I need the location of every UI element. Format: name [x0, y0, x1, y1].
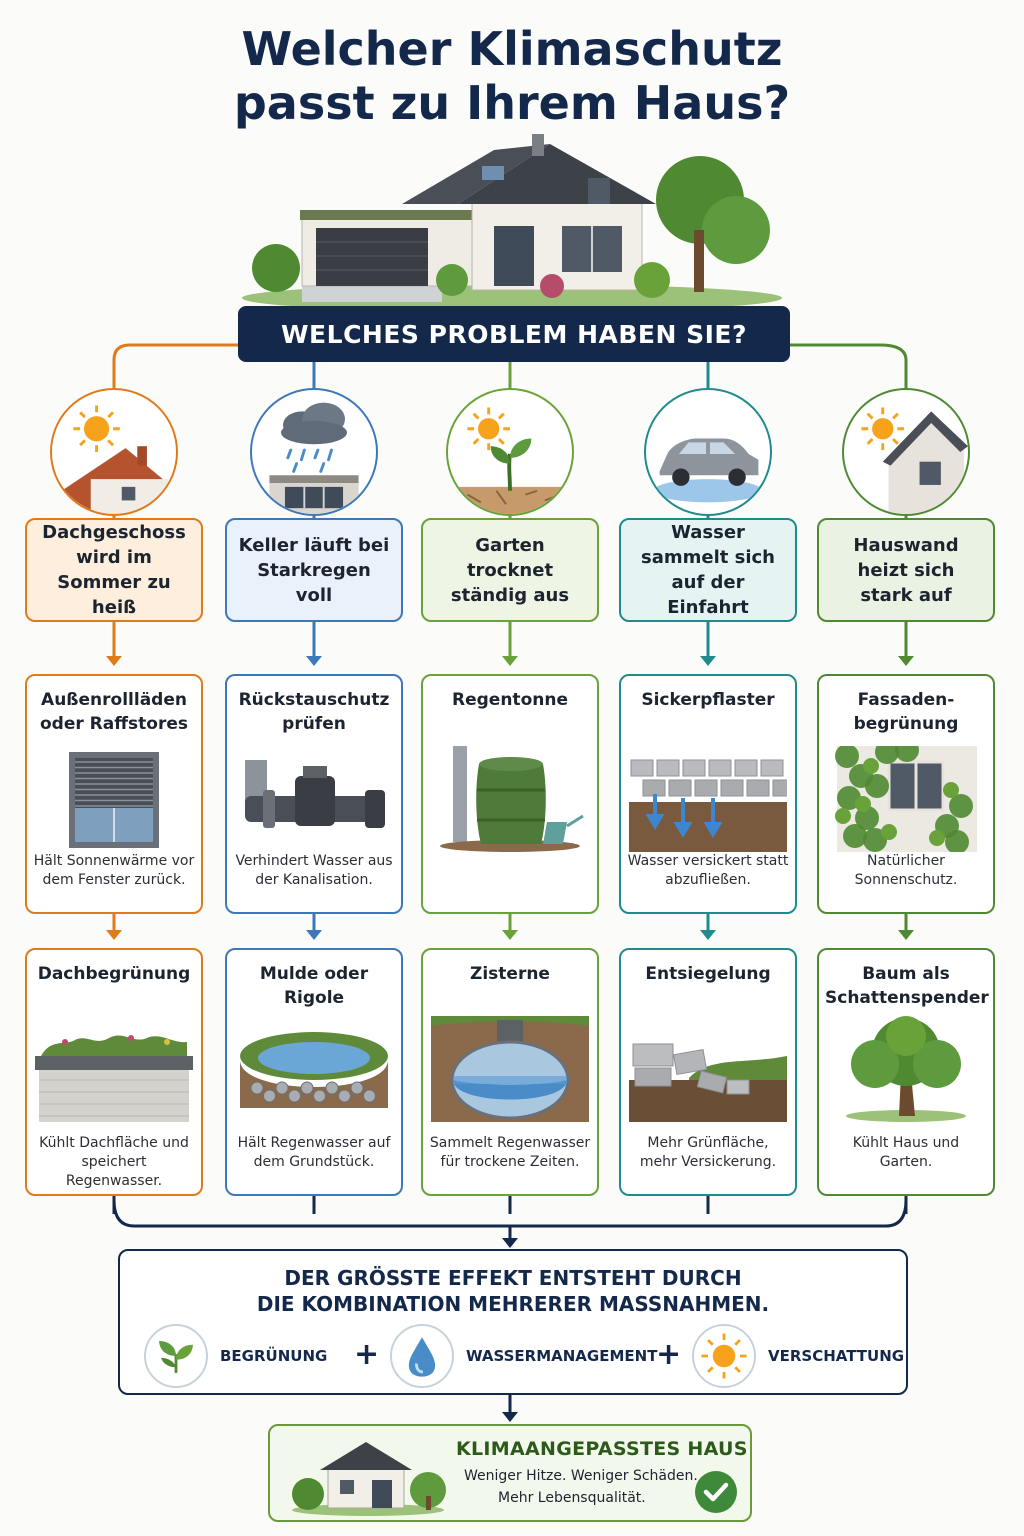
- result-box: KLIMAANGEPASSTES HAUS Weniger Hitze. Wen…: [268, 1424, 752, 1522]
- combination-title: DER GRÖSSTE EFFEKT ENTSTEHT DURCH DIE KO…: [120, 1265, 906, 1317]
- measure-description: Wasser versickert statt abzufließen.: [627, 853, 789, 888]
- problem-box-hot-wall: Hauswand heizt sich stark auf: [817, 518, 995, 622]
- measure-title: Rückstauschutz prüfen: [238, 690, 390, 734]
- sun-house-wall-icon: [842, 388, 970, 516]
- measure-title: Baum als Schattenspender: [825, 964, 989, 1008]
- result-line-1: Weniger Hitze. Weniger Schäden.: [464, 1468, 698, 1484]
- question-banner: WELCHES PROBLEM HABEN SIE?: [238, 306, 790, 362]
- checkmark-icon: [695, 1471, 737, 1513]
- effect-item-shade: VERSCHATTUNG: [692, 1323, 904, 1389]
- problem-box-flooded-basement: Keller läuft bei Starkregen voll: [225, 518, 403, 622]
- measure-card-dry-garden-2: Zisterne Sammelt Regenwasser für trocken…: [421, 948, 599, 1196]
- measure-card-flooded-basement-1: Rückstauschutz prüfen Verhindert Wasser …: [225, 674, 403, 914]
- effect-label-water: WASSERMANAGEMENT: [466, 1347, 658, 1365]
- measure-title: Außenrollläden oder Raffstores: [40, 690, 188, 734]
- measure-title: Entsiegelung: [645, 964, 771, 984]
- measure-card-hot-wall-2: Baum als Schattenspender Kühlt Haus und …: [817, 948, 995, 1196]
- measure-description: Mehr Grünfläche, mehr Versickerung.: [639, 1135, 777, 1170]
- measure-card-driveway-water-1: Sickerpflaster Wasser versickert statt a…: [619, 674, 797, 914]
- backflow-valve-icon: [235, 746, 393, 852]
- measure-card-dry-garden-1: Regentonne: [421, 674, 599, 914]
- rain-cloud-basement-icon: [250, 388, 378, 516]
- measure-title: Regentonne: [452, 690, 568, 710]
- measure-description: Kühlt Dachfläche und speichert Regenwass…: [39, 1135, 189, 1189]
- cistern-icon: [431, 1016, 589, 1122]
- problem-box-driveway-water: Wasser sammelt sich auf der Einfahrt: [619, 518, 797, 622]
- measure-title: Sickerpflaster: [641, 690, 775, 710]
- result-title: KLIMAANGEPASSTES HAUS: [456, 1438, 748, 1460]
- effect-item-water: WASSERMANAGEMENT: [390, 1323, 657, 1389]
- measure-card-flooded-basement-2: Mulde oder Rigole Hält Regenwasser auf d…: [225, 948, 403, 1196]
- measure-description: Kühlt Haus und Garten.: [852, 1135, 960, 1170]
- title-line-2: passt zu Ihrem Haus?: [233, 76, 791, 130]
- measure-card-driveway-water-2: Entsiegelung Mehr Grünfläche, mehr Versi…: [619, 948, 797, 1196]
- house-illustration: [242, 134, 782, 310]
- sun-seedling-icon: [446, 388, 574, 516]
- sun-icon: [692, 1324, 756, 1388]
- plus-sign-2: +: [656, 1337, 682, 1372]
- measure-card-hot-attic-1: Außenrollläden oder Raffstores Hält Sonn…: [25, 674, 203, 914]
- leaf-icon: [144, 1324, 208, 1388]
- measure-title: Mulde oder Rigole: [259, 964, 369, 1008]
- water-drop-icon: [390, 1324, 454, 1388]
- unsealing-icon: [629, 1016, 787, 1122]
- sun-house-roof-icon: [50, 388, 178, 516]
- green-roof-icon: [35, 1016, 193, 1122]
- measure-card-hot-attic-2: Dachbegrünung Kühlt Dachfläche und speic…: [25, 948, 203, 1196]
- swale-icon: [235, 1016, 393, 1122]
- problem-box-dry-garden: Garten trocknet ständig aus: [421, 518, 599, 622]
- adapted-house-icon: [292, 1442, 446, 1516]
- measure-description: Verhindert Wasser aus der Kanalisation.: [235, 853, 393, 888]
- title-line-1: Welcher Klimaschutz: [241, 22, 783, 76]
- shade-tree-icon: [827, 1016, 985, 1122]
- combination-line-2: DIE KOMBINATION MEHRERER MASSNAHMEN.: [256, 1292, 770, 1316]
- facade-greening-icon: [827, 746, 985, 852]
- plus-sign-1: +: [354, 1337, 380, 1372]
- result-line-2: Mehr Lebensqualität.: [498, 1490, 646, 1506]
- measure-description: Sammelt Regenwasser für trockene Zeiten.: [429, 1135, 591, 1170]
- permeable-paving-icon: [629, 746, 787, 852]
- measure-description: Hält Regenwasser auf dem Grundstück.: [237, 1135, 391, 1170]
- car-puddle-icon: [644, 388, 772, 516]
- page-title: Welcher Klimaschutz passt zu Ihrem Haus?: [0, 22, 1024, 130]
- effect-label-shade: VERSCHATTUNG: [768, 1347, 905, 1365]
- combination-line-1: DER GRÖSSTE EFFEKT ENTSTEHT DURCH: [284, 1266, 742, 1290]
- roller-shutter-icon: [35, 746, 193, 852]
- rain-barrel-icon: [431, 746, 589, 852]
- measure-description: Natürlicher Sonnenschutz.: [854, 853, 958, 888]
- measure-card-hot-wall-1: Fassaden-begrünung Natürlicher Sonnensch…: [817, 674, 995, 914]
- measure-description: Hält Sonnenwärme vor dem Fenster zurück.: [33, 853, 195, 888]
- measure-title: Dachbegrünung: [37, 964, 191, 984]
- effect-item-greening: BEGRÜNUNG: [144, 1323, 327, 1389]
- problem-box-hot-attic: Dachgeschoss wird im Sommer zu heiß: [25, 518, 203, 622]
- effect-label-greening: BEGRÜNUNG: [220, 1347, 328, 1365]
- measure-title: Fassaden-begrünung: [853, 690, 959, 734]
- measure-title: Zisterne: [470, 964, 550, 984]
- combination-box: DER GRÖSSTE EFFEKT ENTSTEHT DURCH DIE KO…: [118, 1249, 908, 1395]
